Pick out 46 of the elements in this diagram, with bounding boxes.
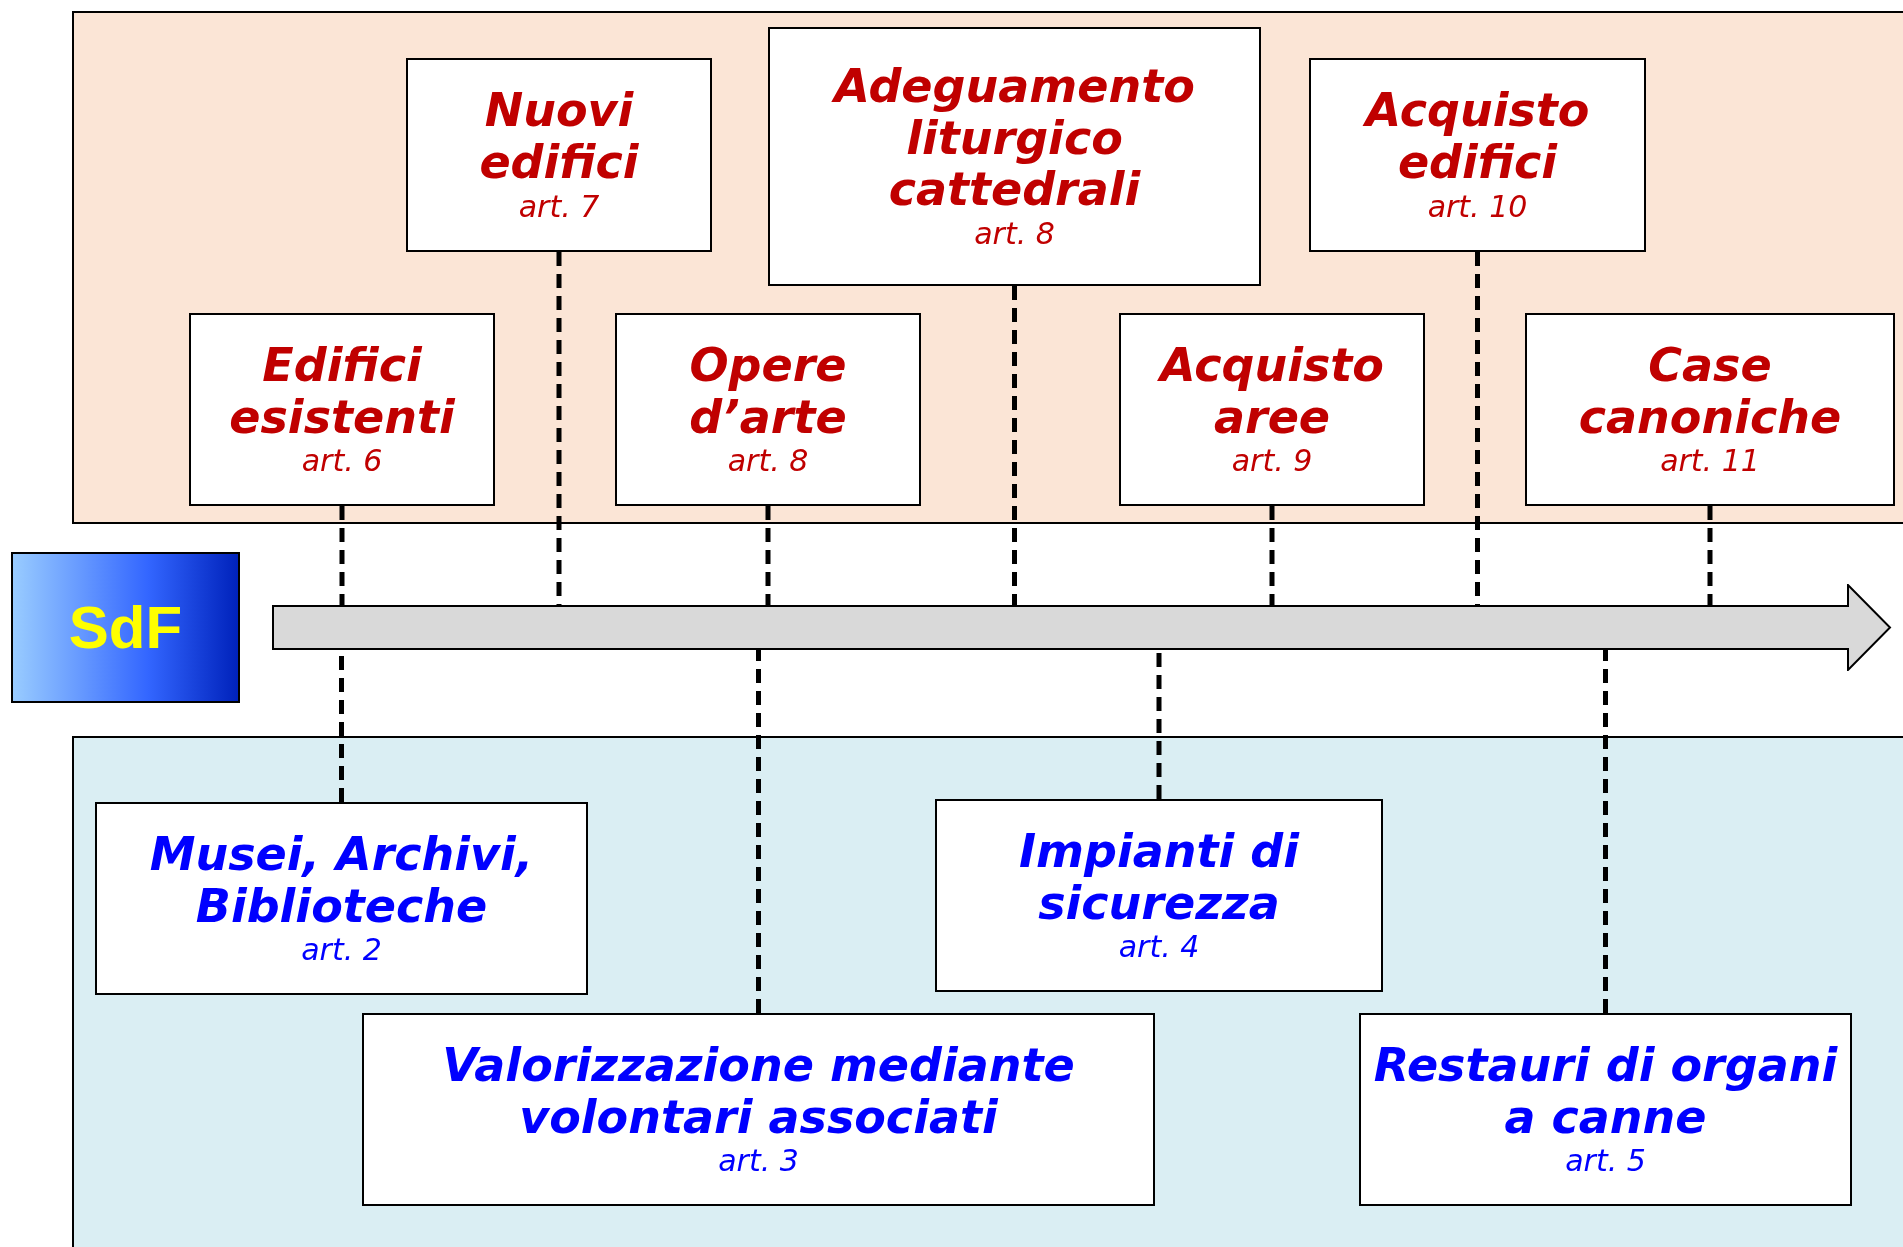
topic-box [1309,58,1646,252]
box-label: SdF [68,593,183,662]
topic-title: Acquisto edifici [1317,85,1638,189]
topic-box [1525,313,1895,506]
topic-box [189,313,495,506]
topic-box [95,802,588,995]
topic-box [1359,1013,1852,1206]
topic-title: Adeguamento liturgico cattedrali [776,60,1253,217]
topic-title: Case canoniche [1577,339,1843,444]
article-reference: art. 3 [718,1143,799,1180]
topic-title: Musei, Archivi, Biblioteche [148,828,535,933]
dashed-connector [1475,252,1480,606]
topic-box [362,1013,1155,1206]
article-reference: art. 8 [974,216,1055,253]
topic-box [1119,313,1425,506]
topic-box [935,799,1383,992]
article-reference: art. 5 [1565,1143,1646,1180]
topic-title: Impianti di sicurezza [1018,825,1301,930]
article-reference: art. 2 [301,932,382,969]
article-reference: art. 7 [518,188,600,225]
dashed-connector [556,252,562,606]
topic-title: Opere d’arte [688,339,848,444]
topic-title: Acquisto aree [1127,339,1417,444]
topic-box [615,313,921,506]
article-reference: art. 8 [727,443,809,480]
topic-title: Valorizzazione mediante volontari associati [441,1039,1076,1144]
dashed-connector [1707,506,1713,606]
topic-title: Edifici esistenti [228,339,457,444]
dashed-connector [1603,649,1608,1013]
article-reference: art. 10 [1427,188,1528,225]
dashed-connector [1012,286,1017,606]
dashed-connector [765,506,771,606]
label-box [11,552,240,703]
dashed-connector [1269,506,1275,606]
dashed-connector [756,649,761,1013]
article-reference: art. 9 [1231,443,1313,480]
background-band [72,736,1903,1247]
topic-title: Nuovi edifici [478,85,640,189]
article-reference: art. 4 [1118,929,1200,966]
topic-box [768,27,1261,286]
topic-title: Restauri di organi a canne [1372,1039,1839,1144]
dashed-connector [339,506,345,606]
article-reference: art. 11 [1660,443,1760,480]
topic-box [406,58,712,252]
background-band [72,11,1903,524]
article-reference: art. 6 [301,443,383,480]
